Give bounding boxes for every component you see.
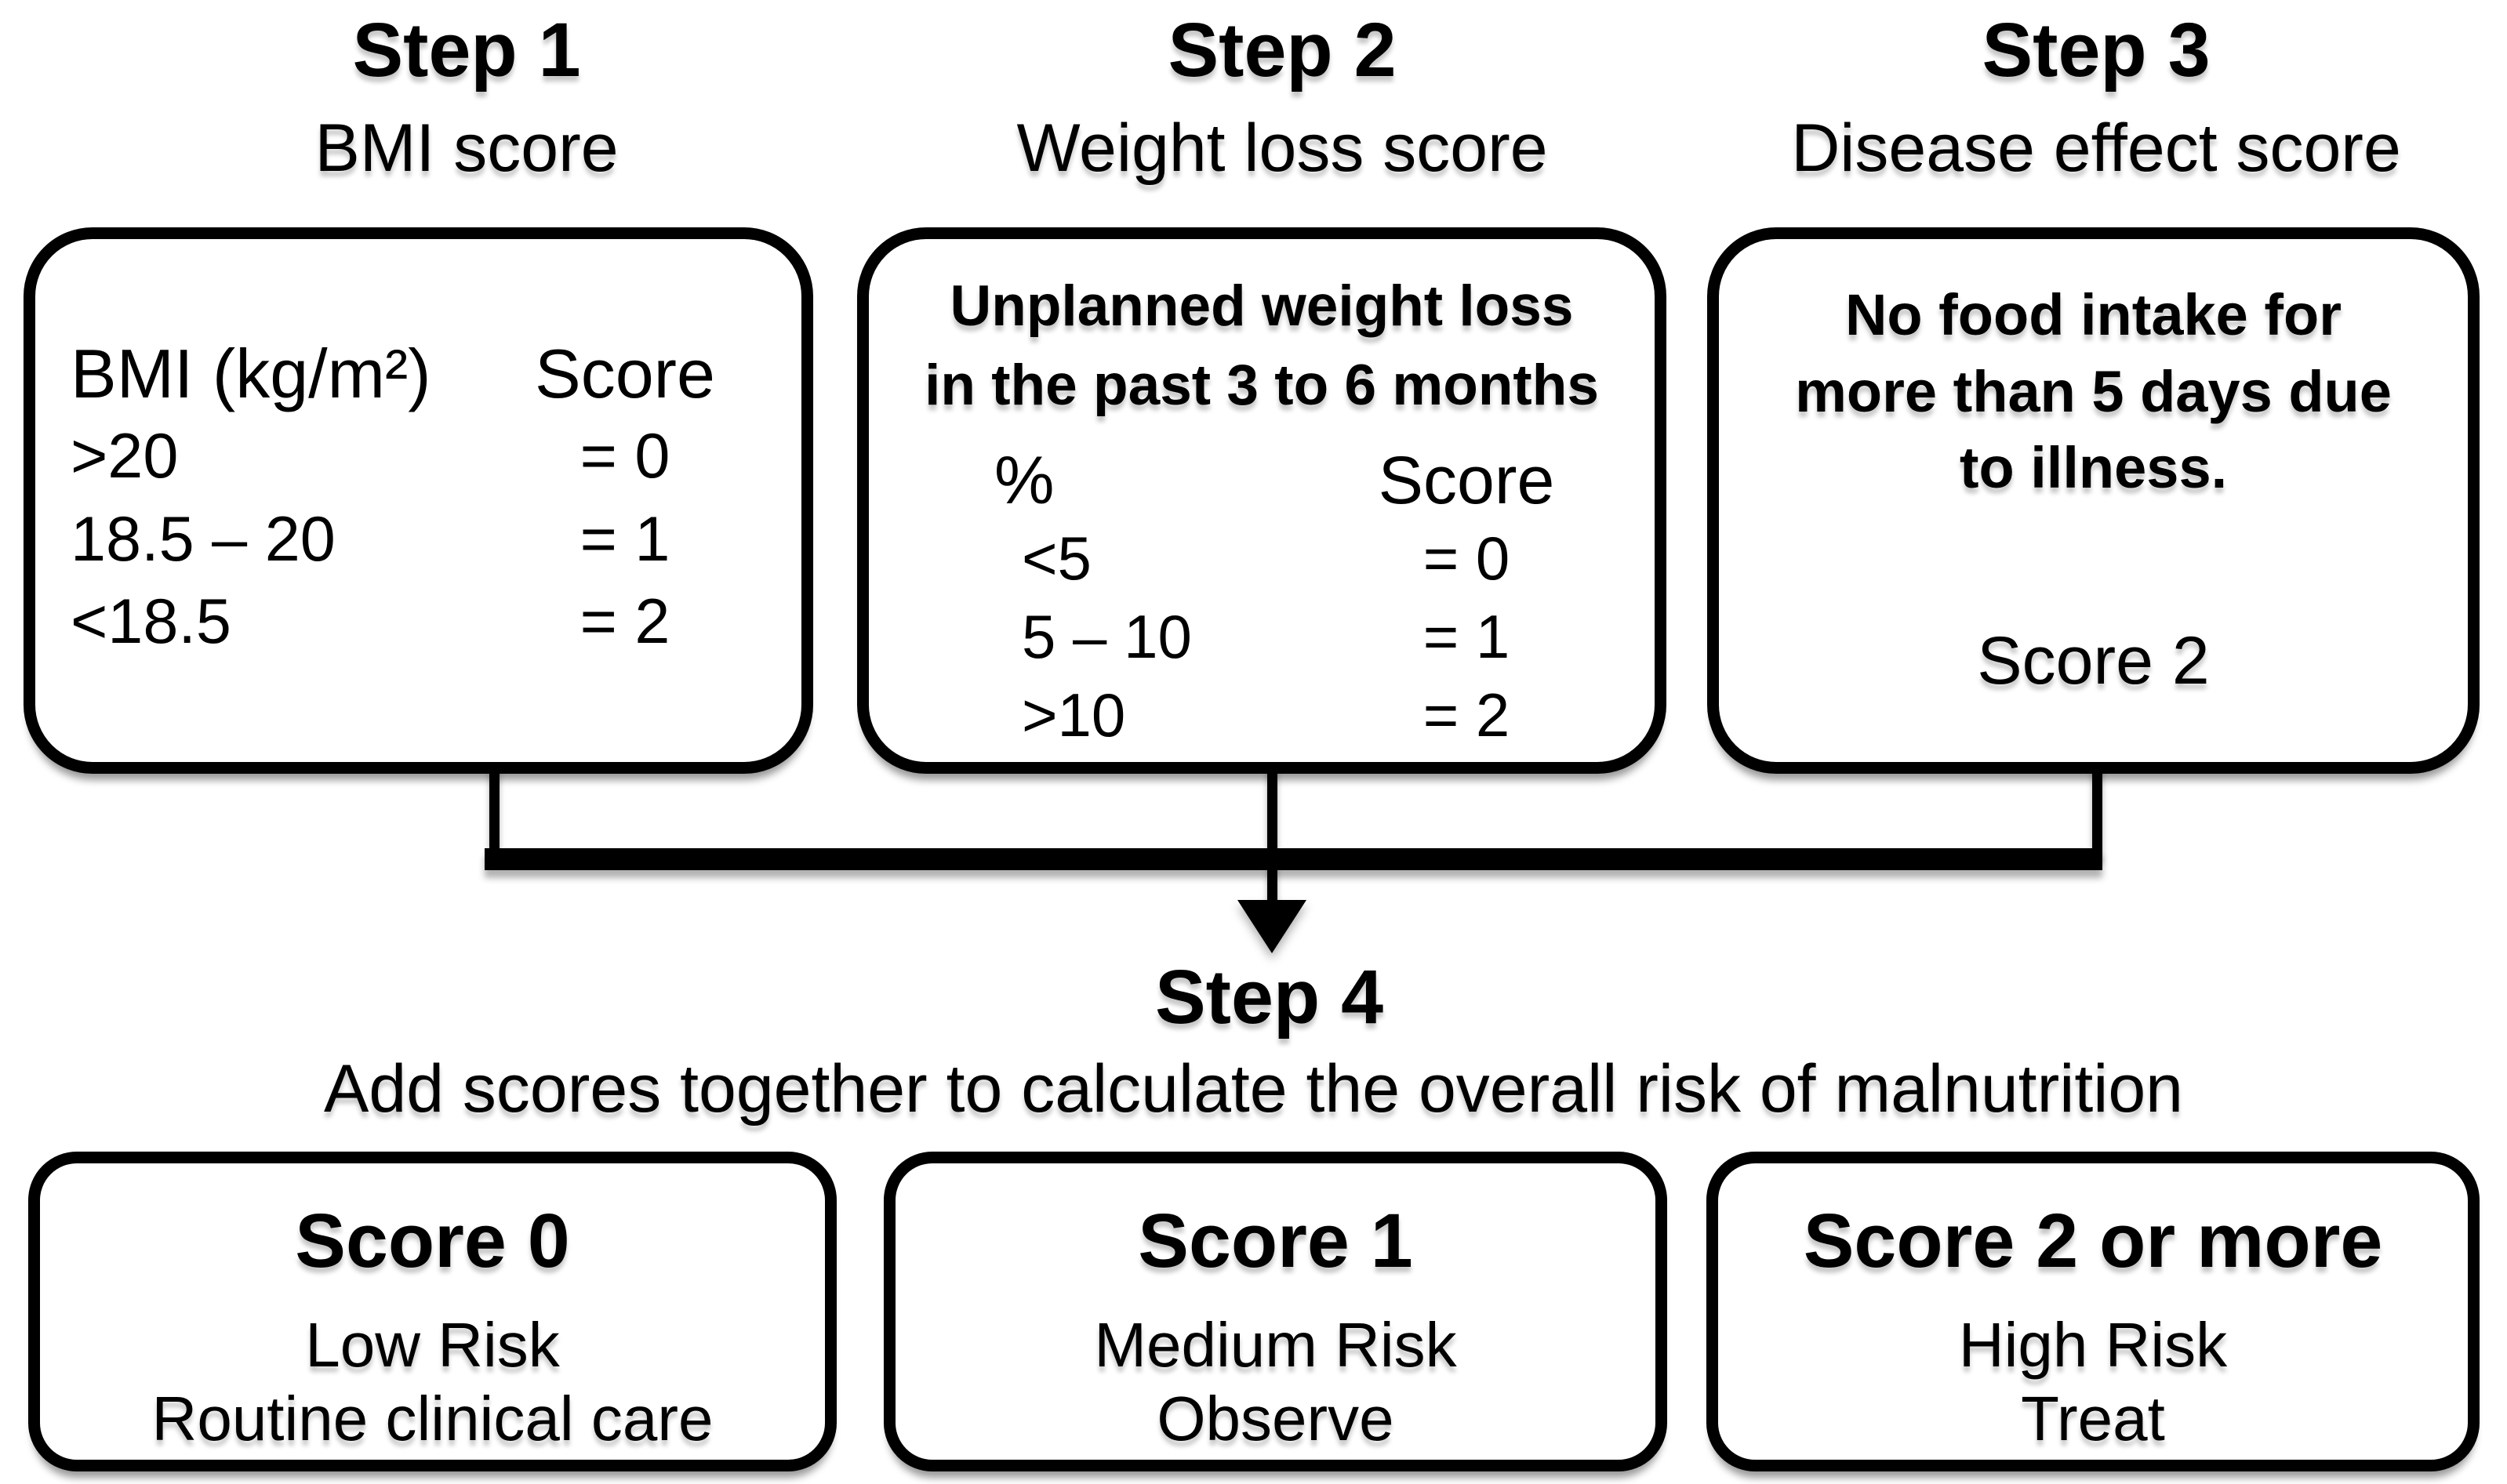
weight-loss-heading: Unplanned weight loss in the past 3 to 6… <box>869 267 1655 425</box>
bmi-score-value: = 0 <box>580 421 670 492</box>
percent-range: <5 <box>1022 524 1092 593</box>
weight-loss-table-header: % Score <box>994 442 1600 520</box>
bmi-range: >20 <box>71 421 179 492</box>
bmi-score-box: BMI (kg/m²) Score >20 = 0 18.5 – 20 = 1 … <box>24 227 813 774</box>
result-box-high-risk: Score 2 or more High Risk Treat <box>1706 1152 2480 1471</box>
bmi-score-value: = 2 <box>580 586 670 657</box>
step2-header: Step 2 Weight loss score <box>890 6 1674 185</box>
bmi-table-row: >20 = 0 <box>71 415 758 498</box>
bmi-score-value: = 1 <box>580 503 670 575</box>
step1-subtitle: BMI score <box>314 110 619 186</box>
result-box-medium-risk: Score 1 Medium Risk Observe <box>884 1152 1667 1471</box>
connector-line-step1 <box>489 762 500 856</box>
weight-loss-score-value: = 1 <box>1422 602 1510 672</box>
bmi-table-row: 18.5 – 20 = 1 <box>71 499 758 581</box>
weight-loss-table-row: 5 – 10 = 1 <box>994 598 1600 677</box>
bmi-score-col-header: Score <box>535 335 715 412</box>
bmi-range: 18.5 – 20 <box>71 503 336 575</box>
weight-loss-score-box: Unplanned weight loss in the past 3 to 6… <box>857 227 1666 774</box>
step4-title: Step 4 <box>1154 954 1384 1040</box>
disease-effect-score-value: Score 2 <box>1977 623 2210 699</box>
step4-subtitle: Add scores together to calculate the ove… <box>324 1051 2183 1127</box>
step2-title: Step 2 <box>1168 7 1397 93</box>
result-score-label: Score 2 or more <box>1803 1198 2383 1283</box>
bmi-score-table: BMI (kg/m²) Score >20 = 0 18.5 – 20 = 1 … <box>71 332 758 663</box>
bmi-table-row: <18.5 = 2 <box>71 581 758 663</box>
bmi-range: <18.5 <box>71 586 231 657</box>
weight-loss-heading-line2: in the past 3 to 6 months <box>925 353 1599 417</box>
connector-line-step3 <box>2092 762 2102 856</box>
disease-effect-line2: more than 5 days due <box>1795 358 2392 424</box>
weight-loss-score-col-header: Score <box>1378 443 1555 519</box>
weight-loss-table: % Score <5 = 0 5 – 10 = 1 >10 = 2 <box>994 442 1600 754</box>
result-action: Observe <box>1157 1384 1394 1454</box>
bmi-table-header: BMI (kg/m²) Score <box>71 332 758 415</box>
weight-loss-table-row: >10 = 2 <box>994 677 1600 755</box>
percent-range: 5 – 10 <box>1022 602 1192 672</box>
step1-title: Step 1 <box>352 7 581 93</box>
bmi-col-header: BMI (kg/m²) <box>71 335 431 412</box>
disease-effect-line3: to illness. <box>1959 435 2228 501</box>
weight-loss-score-value: = 2 <box>1422 680 1510 750</box>
step3-header: Step 3 Disease effect score <box>1704 6 2488 185</box>
result-box-low-risk: Score 0 Low Risk Routine clinical care <box>28 1152 837 1471</box>
step3-title: Step 3 <box>1982 7 2211 93</box>
disease-effect-score-box: No food intake for more than 5 days due … <box>1707 227 2480 774</box>
weight-loss-heading-line1: Unplanned weight loss <box>950 274 1574 338</box>
connector-horizontal-bar <box>485 848 2102 870</box>
result-risk-level: Medium Risk <box>1094 1309 1457 1380</box>
result-score-label: Score 1 <box>1138 1198 1413 1283</box>
step3-subtitle: Disease effect score <box>1791 110 2401 186</box>
connector-line-step2 <box>1267 762 1277 909</box>
disease-effect-line1: No food intake for <box>1844 282 2342 347</box>
down-arrow-icon <box>1237 900 1306 953</box>
weight-loss-score-value: = 0 <box>1422 524 1510 593</box>
percent-range: >10 <box>1022 680 1126 750</box>
result-action: Routine clinical care <box>151 1384 714 1454</box>
result-action: Treat <box>2021 1384 2165 1454</box>
step1-header: Step 1 BMI score <box>74 6 859 185</box>
result-risk-level: Low Risk <box>305 1309 560 1380</box>
step2-subtitle: Weight loss score <box>1016 110 1548 186</box>
result-score-label: Score 0 <box>295 1198 570 1283</box>
percent-col-header: % <box>994 443 1055 519</box>
result-risk-level: High Risk <box>1958 1309 2228 1380</box>
disease-effect-statement: No food intake for more than 5 days due … <box>1719 277 2468 506</box>
weight-loss-table-row: <5 = 0 <box>994 520 1600 598</box>
